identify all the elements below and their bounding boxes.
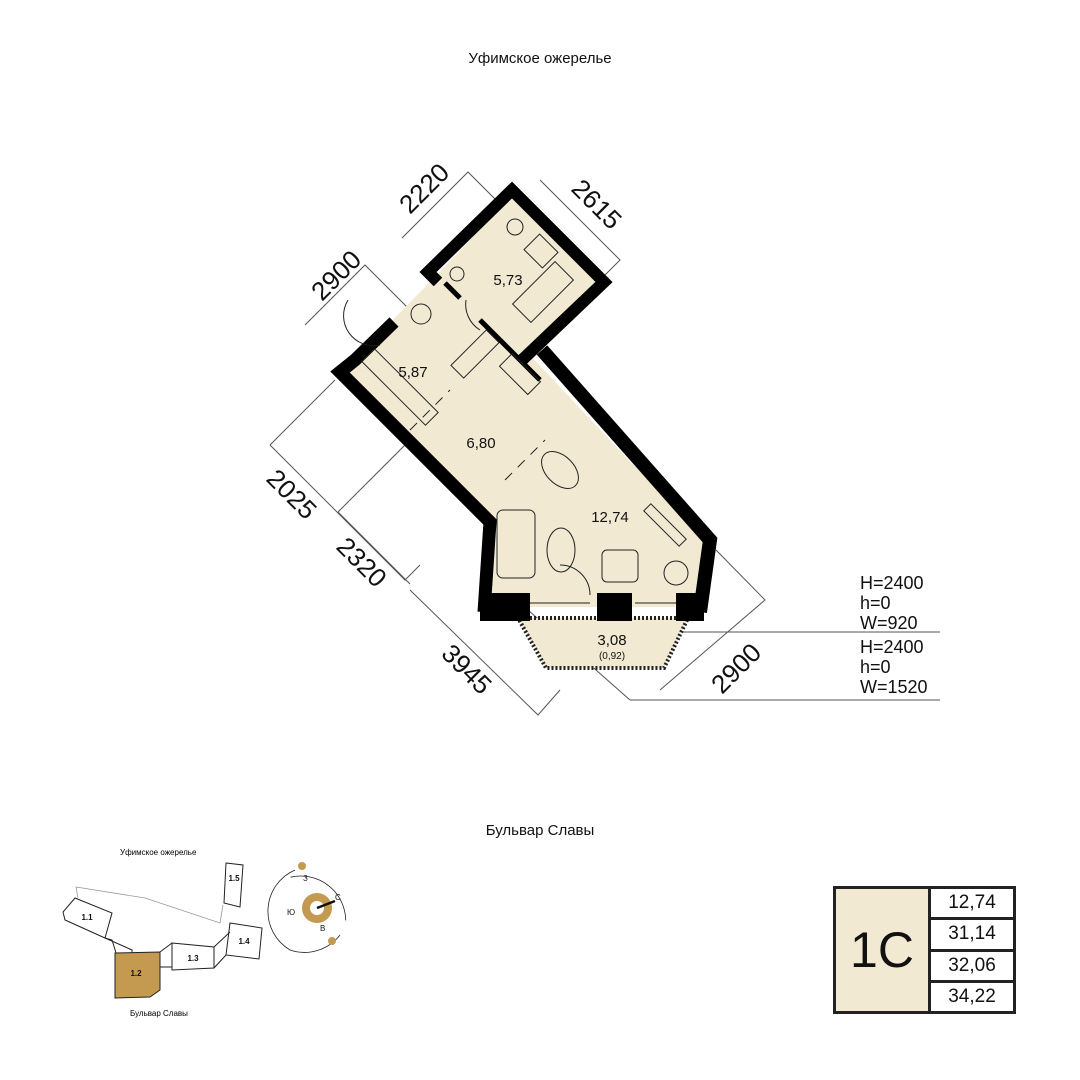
- apartment-plan: 2220 2615 2900 2025 2320 3945 2900: [261, 157, 940, 716]
- legend-value: 31,14: [931, 920, 1013, 952]
- legend-value: 32,06: [931, 952, 1013, 983]
- window-height: H=2400: [860, 637, 924, 657]
- wardrobe-icon: [361, 348, 439, 426]
- window-sill: h=0: [860, 657, 891, 677]
- compass-ring: [302, 893, 332, 923]
- sofa-icon: [496, 509, 536, 579]
- legend-value: 34,22: [948, 985, 996, 1007]
- window-sill: h=0: [860, 593, 891, 613]
- section-label: 1.3: [187, 954, 199, 963]
- street-bottom-label: Бульвар Славы: [485, 822, 595, 839]
- legend-value: 12,74: [931, 889, 1013, 921]
- sun-icon: [328, 937, 336, 945]
- dimension-label: 2220: [393, 157, 455, 219]
- sink-icon: [523, 233, 559, 269]
- outer-walls: [330, 317, 497, 613]
- apartment-type: 1С: [836, 889, 931, 1011]
- wall-pillar: [676, 593, 704, 621]
- dimension-label: 2025: [261, 463, 323, 525]
- compass-icon: С Ю З В: [267, 862, 347, 953]
- tv-stand-icon: [643, 503, 687, 547]
- plant-icon: [663, 560, 689, 586]
- dimension-label: 2320: [331, 531, 393, 593]
- compass-west: З: [303, 874, 308, 883]
- apartment-legend: 1С 12,74 31,14 32,06 34,22: [833, 886, 1016, 1014]
- section-label: 1.5: [228, 874, 240, 883]
- room-area-kitchen: 6,80: [466, 435, 495, 452]
- room-area-balcony: 3,08: [597, 632, 626, 649]
- wall-pillar: [597, 593, 632, 621]
- window-height: H=2400: [860, 573, 924, 593]
- outer-walls: [419, 181, 613, 367]
- section-label: 1.1: [81, 913, 93, 922]
- window-width: W=1520: [860, 677, 928, 697]
- dining-table-icon: [541, 451, 579, 489]
- sun-icon: [298, 862, 306, 870]
- bathtub-icon: [511, 260, 575, 324]
- boiler-icon: [449, 266, 465, 282]
- washer-icon: [410, 303, 432, 325]
- compass-north: С: [335, 893, 341, 902]
- apartment-floor: [345, 196, 706, 607]
- room-area-living: 12,74: [591, 509, 629, 526]
- site-plan: Уфимское ожерелье Бульвар Славы 1.1 1.2 …: [62, 848, 347, 1018]
- dimension-label: 2900: [305, 244, 367, 306]
- section-1-2-highlighted: [114, 951, 161, 999]
- dimension-label: 2615: [566, 173, 628, 235]
- toilet-icon: [506, 218, 524, 236]
- room-area-bathroom: 5,73: [493, 272, 522, 289]
- street-top-label: Уфимское ожерелье: [468, 50, 612, 67]
- wall-pillar: [480, 593, 530, 621]
- coffee-table-icon: [546, 527, 576, 573]
- window-info-2: H=2400 h=0 W=1520: [860, 637, 928, 697]
- outer-walls: [536, 345, 718, 613]
- wardrobe-icon: [450, 329, 500, 379]
- armchair-icon: [601, 549, 639, 583]
- dimension-label: 2900: [705, 637, 767, 699]
- site-plan-street-top: Уфимское ожерелье: [120, 848, 197, 857]
- room-area-balcony-reduced: (0,92): [599, 651, 625, 662]
- site-plan-street-bottom: Бульвар Славы: [130, 1009, 188, 1018]
- room-area-hallway: 5,87: [398, 364, 427, 381]
- window-info-1: H=2400 h=0 W=920: [860, 573, 924, 633]
- section-label: 1.2: [130, 969, 142, 978]
- section-label: 1.4: [238, 937, 250, 946]
- compass-east: В: [320, 924, 325, 933]
- compass-south: Ю: [287, 908, 295, 917]
- stove-icon: [498, 352, 542, 396]
- fixtures: [343, 218, 689, 604]
- dimension-label: 3945: [436, 638, 498, 700]
- window-width: W=920: [860, 613, 918, 633]
